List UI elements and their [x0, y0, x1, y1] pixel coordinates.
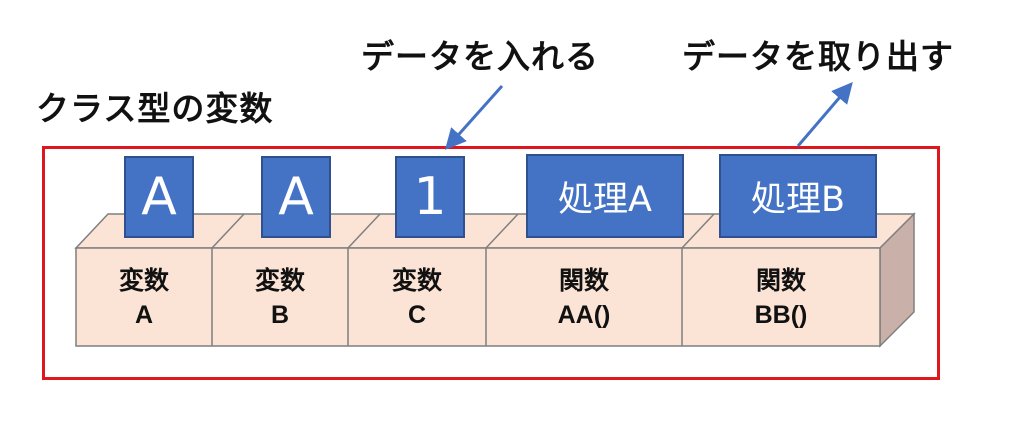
shelf-front-face: [75, 247, 881, 347]
cell-function-bb: 関数 BB(): [754, 267, 808, 329]
cell-variable-a: 変数 A: [118, 267, 169, 329]
diagram-title: クラス型の変数: [36, 89, 274, 128]
cell-variable-b: 変数 B: [254, 267, 305, 329]
label-put-data: データを入れる: [361, 37, 599, 76]
class-frame: [42, 146, 940, 380]
cell-variable-c: 変数 C: [391, 267, 442, 329]
block-process-a: 処理A: [526, 154, 684, 238]
block-value-1: 1: [395, 156, 465, 238]
arrow-take: [796, 82, 853, 147]
arrow-put: [445, 85, 504, 150]
block-value-a1: A: [124, 156, 194, 238]
cell-function-aa: 関数 AA(): [557, 267, 611, 329]
block-process-b: 処理B: [719, 154, 877, 238]
label-take-data: データを取り出す: [682, 37, 954, 76]
block-value-a2: A: [261, 156, 331, 238]
